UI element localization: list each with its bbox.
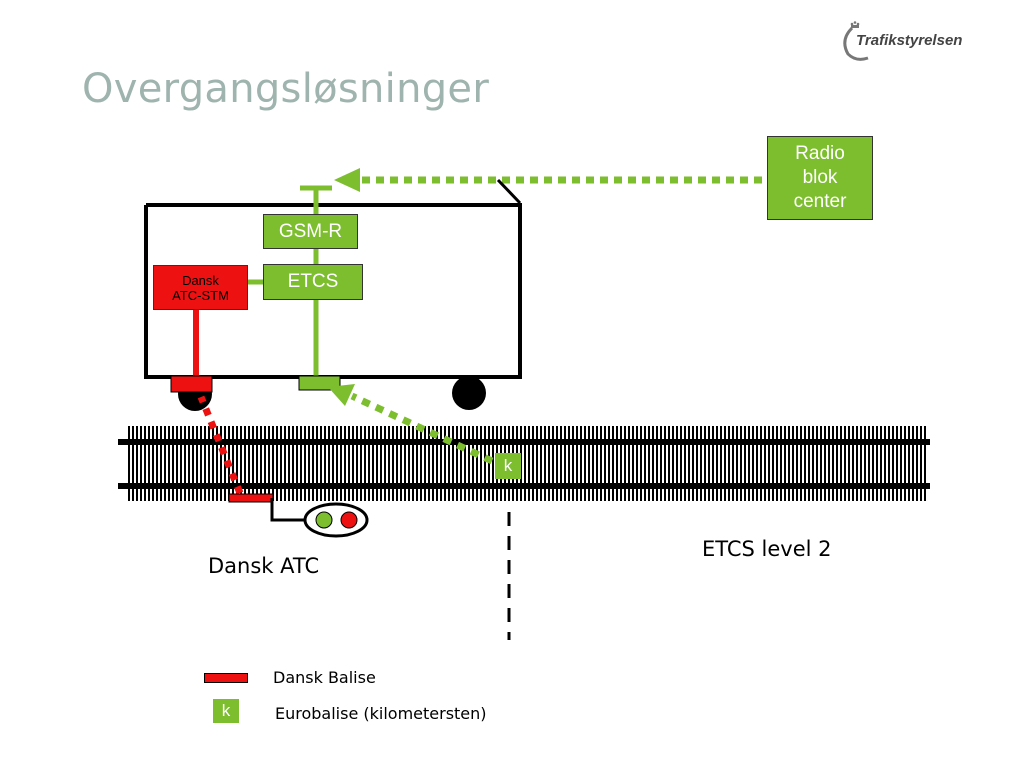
gsm-r-label: GSM-R	[278, 220, 343, 242]
legend-balise-swatch	[204, 673, 248, 683]
atc-balise-link	[197, 395, 244, 495]
signal-head	[303, 502, 369, 538]
atc-stm-label: Dansk ATC-STM	[172, 272, 229, 303]
etcs-label: ETCS	[287, 271, 339, 292]
radio-block-center-label: Radio blok center	[793, 143, 847, 212]
etcs-onboard-antenna	[298, 375, 341, 391]
logo-icon	[843, 21, 869, 61]
radio-link-arrowhead	[334, 168, 360, 192]
eurobalise-link	[350, 392, 494, 465]
signal-light-red	[340, 511, 358, 529]
legend-eurobalise-symbol: k	[221, 701, 231, 720]
eurobalise-marker: k	[495, 453, 521, 479]
legend-eurobalise-swatch: k	[213, 699, 239, 723]
eurobalise-marker-label: k	[503, 456, 513, 475]
signal-cable	[270, 498, 306, 522]
page-title: Overgangsløsninger	[82, 66, 490, 112]
radio-block-center-box: Radio blok center	[767, 136, 873, 220]
atc-onboard-antenna	[170, 375, 213, 393]
etcs-box: ETCS	[263, 264, 363, 300]
signal-light-green	[315, 511, 333, 529]
eurobalise-link-arrowhead	[328, 384, 355, 406]
legend-eurobalise-label: Eurobalise (kilometersten)	[275, 704, 487, 723]
rear-wheel	[452, 376, 486, 410]
logo-text: Trafikstyrelsen	[856, 32, 963, 49]
zone-label-etcs-level-2: ETCS level 2	[702, 537, 832, 561]
train-roof-edge	[496, 178, 522, 205]
gsm-r-box: GSM-R	[263, 214, 358, 249]
danish-balise	[228, 493, 274, 503]
track-sleepers	[128, 426, 928, 501]
legend-balise-label: Dansk Balise	[273, 668, 376, 687]
zone-label-dansk-atc: Dansk ATC	[208, 554, 320, 578]
atc-stm-box: Dansk ATC-STM	[153, 265, 248, 310]
